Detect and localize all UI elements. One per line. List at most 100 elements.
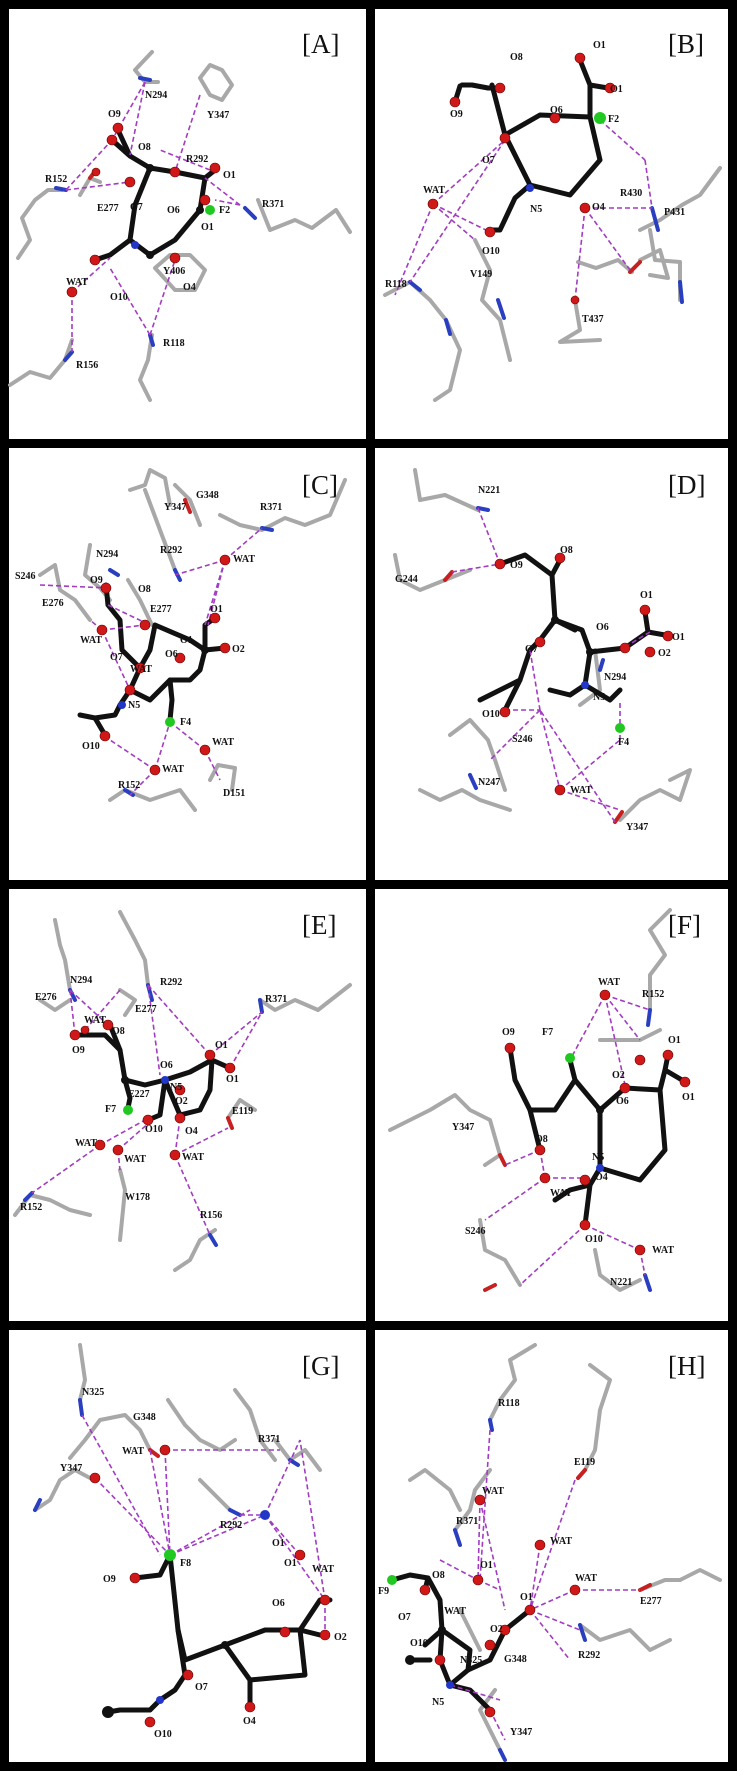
atom-label: WAT [212,737,234,748]
atom-label: O8 [138,584,151,595]
atom-label: WAT [444,1606,466,1617]
atom-label: O1 [272,1538,285,1549]
atom-label: O10 [482,246,500,257]
atom-label: O9 [108,109,121,120]
atom-label: N294 [96,549,118,560]
atom-label: F4 [618,737,629,748]
atom-label: WAT [312,1564,334,1575]
panel-e: [E] [9,889,366,1321]
atom-label: O10 [82,741,100,752]
atom-label: N294 [604,672,626,683]
atom-label: O10 [585,1234,603,1245]
ligand [507,1045,685,1228]
atom-label: O1 [610,84,623,95]
atom-label: E277 [135,1004,157,1015]
atom-label: O6 [550,105,563,116]
atom-label: F9 [378,1586,389,1597]
atom-label: O9 [450,109,463,120]
atom-label: WAT [575,1573,597,1584]
atom-labels: N221 O8 O9 G244 O1 O6 O1 O7 O2 N294 N5 O… [395,485,685,833]
polar-sticks [33,1398,300,1517]
atom-label: R292 [578,1650,600,1661]
hydrogen-bonds [81,1414,326,1635]
atom-label: R156 [76,360,98,371]
atom-label: Y347 [60,1463,82,1474]
atom-label: WAT [80,635,102,646]
atom-label: O8 [535,1134,548,1145]
panel-f: [F] [375,889,728,1321]
panel-label: [D] [668,470,705,500]
atom-label: O10 [145,1124,163,1135]
atom-label: N294 [70,975,92,986]
atom-label: Y347 [164,502,186,513]
atom-label: R371 [258,1434,280,1445]
atom-label: WAT [423,185,445,196]
atom-label: O4 [592,202,605,213]
atom-label: N5 [170,1082,182,1093]
atom-label: R371 [260,502,282,513]
atom-label: WAT [130,664,152,675]
atoms [96,554,231,776]
atom-label: P431 [664,207,685,218]
atom-label: O9 [502,1027,515,1038]
atom-label: O4 [243,1716,256,1727]
polar-sticks [443,506,624,824]
atom-label: O9 [510,560,523,571]
atom-labels: WAT R152 O9 F7 O1 O6 O2 O1 Y347 O8 N5 WA… [452,977,695,1288]
atom-label: O6 [596,622,609,633]
hydrogen-bonds [394,119,653,301]
atom-label: R292 [160,545,182,556]
atom-label: F2 [219,205,230,216]
atom-label: R371 [265,994,287,1005]
atom-label: E277 [640,1596,662,1607]
atom-label: WAT [124,1154,146,1165]
atom-label: WAT [550,1188,572,1199]
panel-label: [B] [668,29,704,59]
atom-labels: N325 G348 WAT R371 Y347 R292 O1 WAT F8 O… [60,1387,347,1740]
atom-label: WAT [570,785,592,796]
panel-label: [G] [302,1351,339,1381]
atom-label: O1 [672,632,685,643]
atoms [504,989,691,1256]
atom-label: O2 [658,648,671,659]
atom-label: O4 [185,1126,198,1137]
polar-sticks [23,983,264,1247]
atoms [66,122,221,298]
atom-label: F8 [180,1558,191,1569]
atom-label: N221 [610,1277,632,1288]
atom-label: O6 [167,205,180,216]
atom-label: O1 [215,1040,228,1051]
atom-label: S246 [465,1226,486,1237]
atom-label: WAT [162,764,184,775]
atom-label: R118 [498,1398,520,1409]
atom-label: O8 [432,1570,445,1581]
atom-label: Y347 [510,1727,532,1738]
atom-label: O9 [103,1574,116,1585]
atom-label: O6 [616,1096,629,1107]
panel-label: [C] [302,470,338,500]
atom-label: F4 [180,717,191,728]
panel-label: [H] [668,1351,705,1381]
hydrogen-bonds [65,81,241,352]
hydrogen-bonds [31,984,263,1236]
atom-label: N325 [82,1387,104,1398]
atom-label: O1 [593,40,606,51]
panel-h: [H] [375,1330,728,1762]
atom-label: N5 [530,204,542,215]
panel-d: [D] [375,448,728,880]
atom-label: G348 [133,1412,156,1423]
atom-labels: O8 O1 O1 O9 O6 F2 O7 WAT N5 R430 P431 O4… [385,40,685,325]
atom-label: O1 [284,1558,297,1569]
atom-label: E277 [150,604,172,615]
atom-label: O8 [138,142,151,153]
atom-labels: R292 N294 E276 E277 WAT R371 O8 O1 O9 O6… [20,975,287,1221]
atom-label: WAT [122,1446,144,1457]
atom-label: E119 [232,1106,253,1117]
atom-label: R152 [642,989,664,1000]
atom-label: O7 [525,644,538,655]
atom-label: R292 [220,1520,242,1531]
atom-label: O1 [668,1035,681,1046]
atom-label: O6 [160,1060,173,1071]
polar-sticks [483,1008,652,1292]
